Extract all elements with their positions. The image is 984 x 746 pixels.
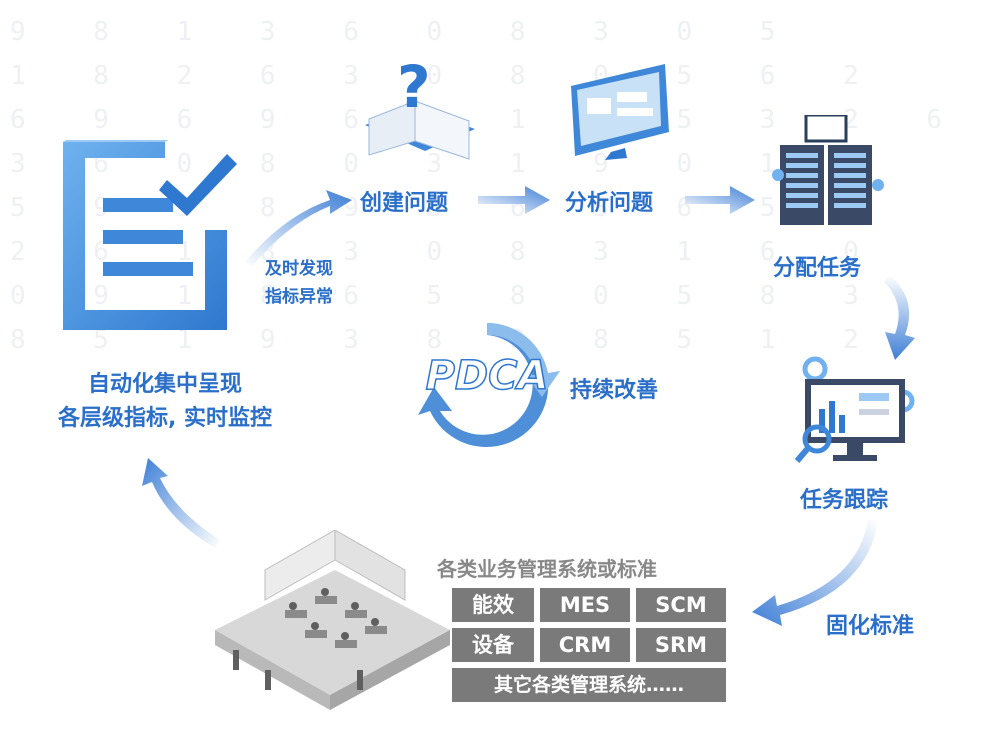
discover-label: 及时发现 指标异常: [265, 255, 333, 311]
arrow-to-automation: [142, 458, 220, 548]
discover-line2: 指标异常: [265, 287, 333, 307]
systems-title: 各类业务管理系统或标准: [437, 557, 657, 581]
arrow-analyze-to-assign: [685, 186, 755, 214]
system-cell-srm: SRM: [636, 628, 726, 662]
track-task-label: 任务跟踪: [800, 488, 889, 513]
system-cell-other: 其它各类管理系统……: [452, 668, 726, 702]
assign-task-label: 分配任务: [773, 256, 862, 281]
arrow-track-to-standardize: [752, 520, 878, 626]
arrow-create-to-analyze: [478, 186, 550, 214]
pdca-logo-text: PDCA: [426, 353, 549, 399]
create-issue-label: 创建问题: [360, 191, 449, 216]
pdca-cycle-icon: PDCA: [418, 322, 560, 447]
discover-line1: 及时发现: [265, 259, 333, 279]
system-cell-energy: 能效: [452, 588, 534, 622]
question-book-icon: ?: [365, 55, 475, 160]
arrow-discover-to-create: [245, 190, 352, 266]
continuous-improvement-label: 持续改善: [570, 378, 659, 403]
system-cell-scm: SCM: [636, 588, 726, 622]
arrow-assign-to-track: [884, 275, 915, 360]
automation-line1: 自动化集中呈现: [87, 372, 242, 397]
analyze-issue-label: 分析问题: [565, 191, 654, 216]
server-cluster-icon: [772, 115, 884, 225]
office-floor-illustration: [215, 530, 450, 710]
svg-text:?: ?: [397, 55, 431, 121]
automation-line2: 各层级指标, 实时监控: [57, 406, 273, 431]
system-cell-equipment: 设备: [452, 628, 534, 662]
standardize-label: 固化标准: [826, 614, 915, 639]
tracking-monitor-icon: [794, 356, 915, 463]
analysis-monitor-icon: [571, 64, 669, 160]
system-cell-crm: CRM: [540, 628, 630, 662]
automation-label: 自动化集中呈现 各层级指标, 实时监控: [40, 368, 290, 436]
dashboard-checklist-icon: [63, 140, 237, 330]
system-cell-mes: MES: [540, 588, 630, 622]
